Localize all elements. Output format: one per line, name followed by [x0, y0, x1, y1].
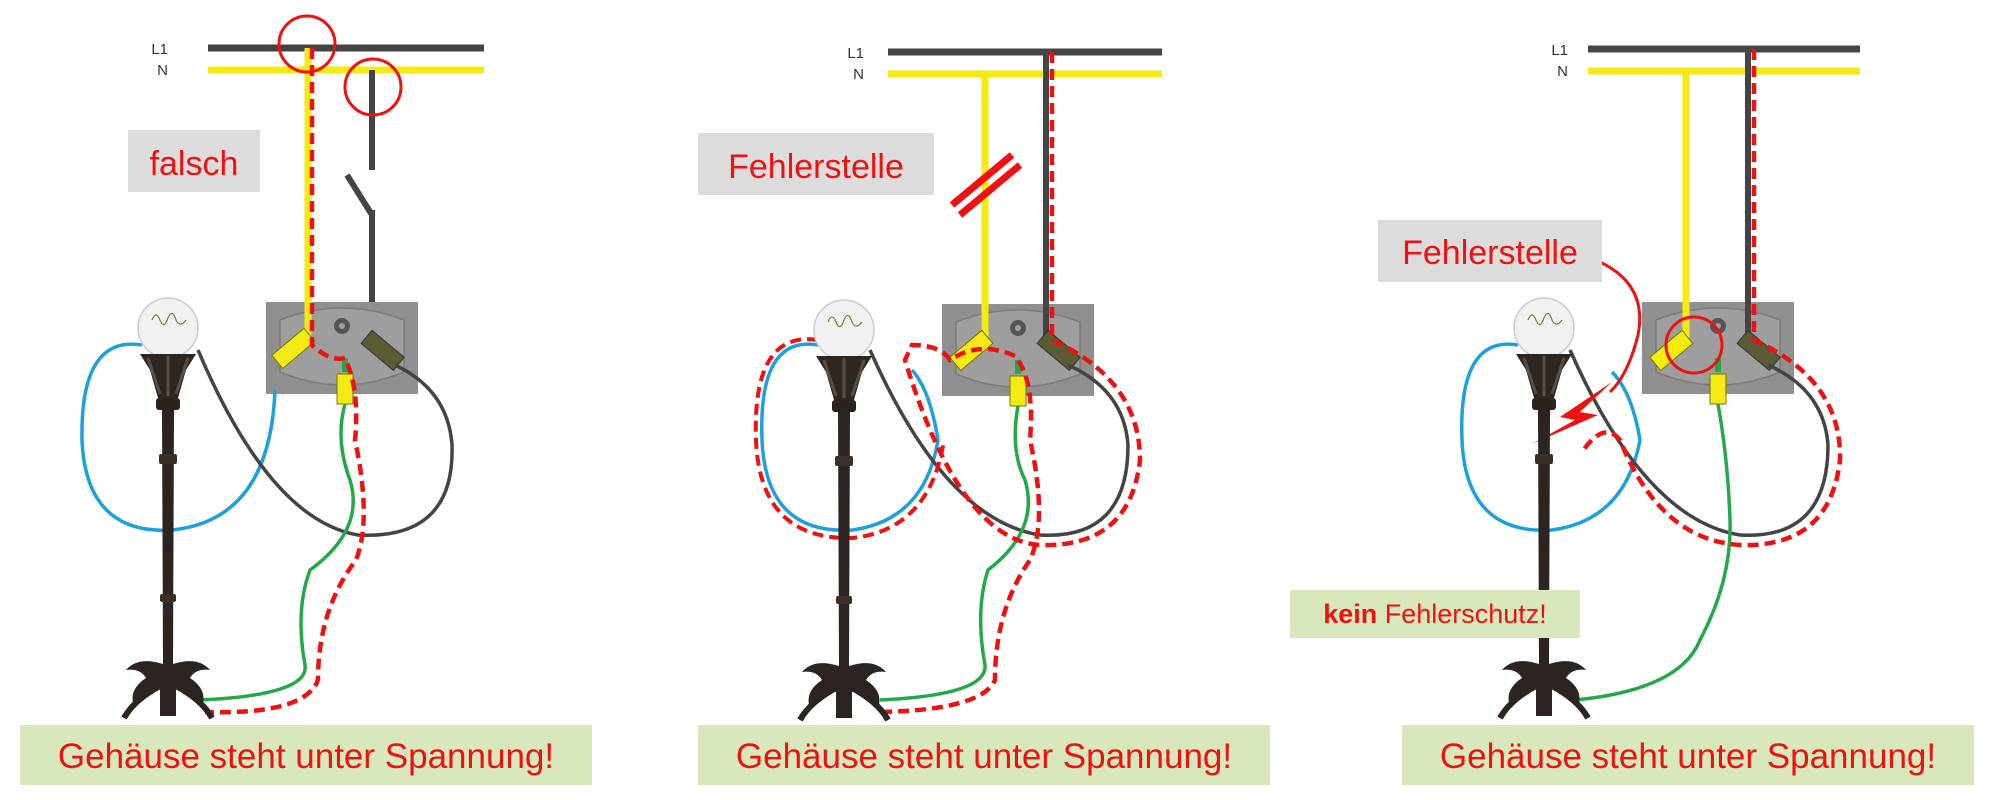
tag-box	[128, 130, 260, 192]
fault-marker-circle	[343, 57, 403, 117]
panel-3: L1 N Fehlerstelle kein Fehlerschutz! Geh…	[1290, 42, 1974, 785]
fault-marker-circle	[1664, 315, 1724, 375]
note-box	[1290, 590, 1580, 638]
status-text: Gehäuse steht unter Spannung!	[58, 737, 554, 776]
n-label: N	[853, 66, 864, 83]
tag-box	[1378, 220, 1602, 282]
status-text: Gehäuse steht unter Spannung!	[1440, 737, 1936, 776]
l1-label: L1	[151, 41, 168, 58]
fault-marker-circle	[277, 14, 337, 74]
tag-box	[698, 133, 934, 195]
status-box	[698, 725, 1270, 785]
n-label: N	[1557, 63, 1568, 80]
note-bold: kein	[1323, 599, 1377, 629]
status-box	[20, 725, 592, 785]
floor-lamp	[124, 298, 212, 718]
status-box	[1402, 725, 1974, 785]
break-marker	[957, 162, 1023, 218]
l1-label: L1	[847, 45, 864, 62]
tag-label: Fehlerstelle	[1402, 234, 1578, 272]
tag-label: Fehlerstelle	[728, 148, 904, 186]
panel-2: L1 N Fehlerstelle Gehäuse steht unter Sp…	[698, 45, 1270, 785]
lightning-bolt-icon	[1532, 382, 1612, 444]
tag-label: falsch	[150, 145, 239, 183]
note-text: kein Fehlerschutz!	[1323, 599, 1547, 629]
l1-label: L1	[1551, 42, 1568, 59]
note-rest: Fehlerschutz!	[1377, 599, 1547, 629]
panel-1: L1 N falsch Gehäuse steht unter Spannung…	[20, 14, 592, 785]
status-text: Gehäuse steht unter Spannung!	[736, 737, 1232, 776]
break-marker	[949, 152, 1015, 208]
open-switch	[344, 173, 375, 217]
n-label: N	[157, 62, 168, 79]
